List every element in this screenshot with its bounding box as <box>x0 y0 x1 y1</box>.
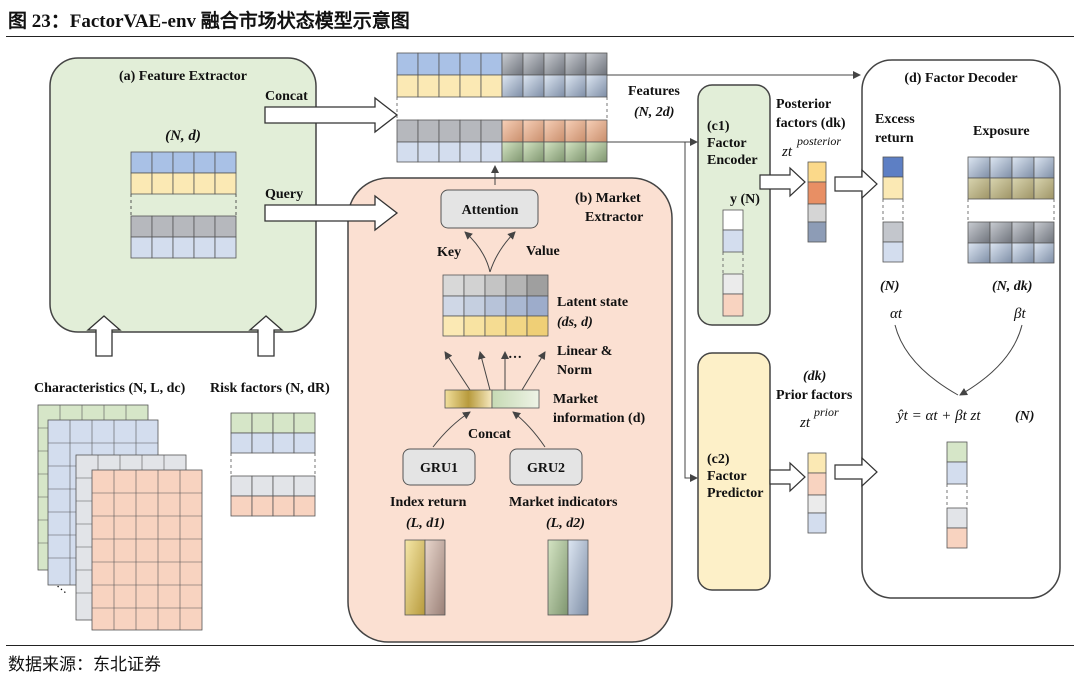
risk-factors-label: Risk factors (N, dR) <box>210 381 330 396</box>
concat-arrow <box>264 96 399 134</box>
latent-state-matrix <box>442 274 549 337</box>
market-info-bar-right <box>491 389 540 409</box>
excess-return-label-2: return <box>875 131 914 146</box>
factor-encoder-title-2: Factor <box>707 136 747 151</box>
exposure-label: Exposure <box>973 124 1030 139</box>
decoder-equation: ŷt = αt + βt zt <box>895 408 981 424</box>
z-posterior-sup: posterior <box>796 134 841 148</box>
attention-box <box>440 189 539 229</box>
linear-norm-label-2: Norm <box>557 363 592 378</box>
feature-matrix <box>130 151 237 259</box>
index-return-col-1 <box>404 539 426 616</box>
market-info-label-2: information (d) <box>553 411 646 426</box>
factor-decoder-title: (d) Factor Decoder <box>904 71 1017 86</box>
concat-inner-label: Concat <box>468 427 511 442</box>
up-arrow-risk <box>248 315 284 357</box>
market-indicator-col-2 <box>567 539 589 616</box>
query-label: Query <box>265 187 303 202</box>
posterior-label-1: Posterior <box>776 97 831 112</box>
index-return-col-2 <box>424 539 446 616</box>
index-dim-label: (L, d1) <box>406 516 445 531</box>
characteristics-label: Characteristics (N, L, dc) <box>34 381 186 396</box>
y-label: y (N) <box>730 192 760 207</box>
value-arrow <box>489 231 516 273</box>
factor-predictor-title-3: Predictor <box>707 486 764 501</box>
latent-state-label: Latent state <box>557 295 628 310</box>
gru2-to-info-arrow <box>512 411 546 448</box>
excess-return-vector <box>882 156 904 263</box>
factor-encoder-title-3: Encoder <box>707 153 758 168</box>
characteristics-stack <box>37 404 203 631</box>
query-arrow <box>264 194 399 232</box>
market-dim-label: (L, d2) <box>546 516 585 531</box>
predictor-output-arrow <box>769 461 806 493</box>
alpha-label: αt <box>890 306 903 322</box>
factor-encoder-title-1: (c1) <box>707 119 730 134</box>
factor-predictor-title-2: Factor <box>707 469 747 484</box>
gru1-label: GRU1 <box>420 461 458 476</box>
market-extractor-title-2: Extractor <box>585 210 643 225</box>
prior-to-decoder-arrow <box>834 456 878 488</box>
z-prior-sup: prior <box>813 405 839 419</box>
gru1-box <box>402 448 476 486</box>
index-return-label: Index return <box>390 495 467 510</box>
market-extractor-title-1: (b) Market <box>575 191 641 206</box>
features-label: Features <box>628 84 680 99</box>
posterior-to-decoder-arrow <box>834 168 878 200</box>
risk-factors-matrix <box>230 412 316 517</box>
prior-factors-label: Prior factors <box>776 388 853 403</box>
market-indicators-label: Market indicators <box>509 495 618 510</box>
feature-extractor-panel <box>49 57 317 333</box>
prior-vector <box>807 452 827 534</box>
z-posterior: zt <box>781 144 793 160</box>
gru2-label: GRU2 <box>527 461 565 476</box>
beta-curve <box>959 324 1023 396</box>
market-info-bar-left <box>444 389 493 409</box>
alpha-curve <box>894 324 959 396</box>
exposure-matrix <box>967 156 1055 264</box>
linear-arrow-2 <box>477 351 491 391</box>
latent-dim-label: (ds, d) <box>557 315 593 330</box>
top-rule <box>6 36 1074 37</box>
up-arrow-characteristics <box>86 315 122 357</box>
z-prior: zt <box>799 415 811 431</box>
value-label: Value <box>526 244 560 259</box>
excess-dim-label: (N) <box>880 279 899 294</box>
encoder-output-arrow <box>759 166 806 198</box>
gru2-box <box>509 448 583 486</box>
prior-dk-label: (dk) <box>803 369 826 384</box>
gru1-to-info-arrow <box>432 411 471 448</box>
bottom-rule <box>6 645 1074 646</box>
features-matrix <box>396 52 608 163</box>
linear-arrow-1 <box>444 351 471 391</box>
posterior-label-2: factors (dk) <box>776 116 846 131</box>
factor-predictor-title-1: (c2) <box>707 452 730 467</box>
feature-extractor-title: (a) Feature Extractor <box>119 69 247 84</box>
features-to-predictor-arrow <box>607 141 698 482</box>
linear-arrow-4 <box>521 351 546 391</box>
features-dim-label: (N, 2d) <box>634 105 674 120</box>
key-label: Key <box>437 245 461 260</box>
linear-norm-label-1: Linear & <box>557 344 612 359</box>
figure-title: 图 23：FactorVAE-env 融合市场状态模型示意图 <box>8 11 410 32</box>
prediction-vector <box>946 441 968 549</box>
source-note: 数据来源：东北证券 <box>8 655 161 675</box>
factor-encoder-panel <box>697 84 771 326</box>
y-vector <box>722 209 744 317</box>
exposure-dim-label: (N, dk) <box>992 279 1032 294</box>
attention-label: Attention <box>462 203 519 218</box>
concat-label: Concat <box>265 89 308 104</box>
market-extractor-panel <box>347 177 673 643</box>
equation-dim: (N) <box>1015 409 1034 424</box>
feature-dim-label: (N, d) <box>165 128 201 144</box>
linear-ellipsis: … <box>508 347 522 362</box>
beta-label: βt <box>1013 306 1026 322</box>
key-arrow <box>464 231 491 273</box>
market-indicator-col-1 <box>547 539 569 616</box>
market-info-label-1: Market <box>553 392 598 407</box>
posterior-vector <box>807 161 827 243</box>
excess-return-label-1: Excess <box>875 112 915 127</box>
